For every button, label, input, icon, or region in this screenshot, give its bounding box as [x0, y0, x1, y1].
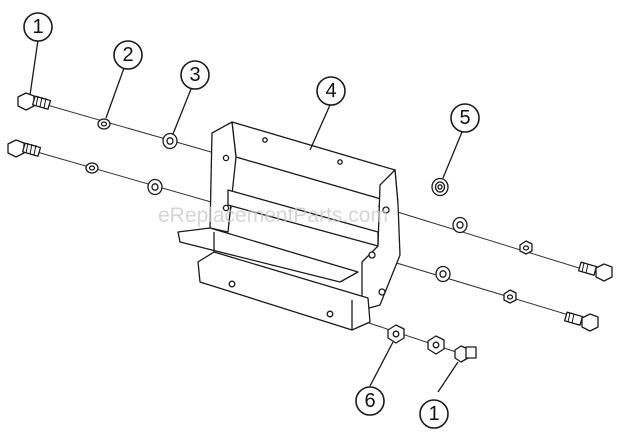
flat-washer-lower-right: [435, 265, 451, 283]
callout-number: 6: [364, 390, 375, 412]
lock-washer-upper-left: [97, 118, 111, 130]
callout-1-bottom: 1: [419, 399, 449, 429]
watermark-text: eReplacementParts.com: [158, 204, 388, 227]
callout-number: 3: [189, 64, 200, 86]
callout-number: 2: [122, 44, 133, 66]
assembly-axis-lines: [29, 102, 593, 357]
callout-number: 4: [325, 80, 336, 102]
hex-nut-bottom-2: [427, 335, 445, 355]
leader-lines: [29, 39, 463, 393]
flat-washer-upper-right: [452, 216, 468, 234]
bolt-upper-right: [577, 261, 613, 282]
hex-nut-bottom: [387, 324, 405, 344]
mounting-bracket: [177, 121, 401, 331]
callout-5: 5: [450, 103, 480, 133]
lock-washer-upper-right: [519, 240, 533, 255]
flat-washer-lower-left: [147, 178, 163, 196]
callout-2: 2: [113, 40, 143, 70]
callout-1-top: 1: [23, 12, 53, 42]
bolt-lower-right: [563, 311, 599, 332]
callout-3: 3: [180, 60, 210, 90]
callout-number: 5: [459, 107, 470, 129]
callout-number: 1: [428, 403, 439, 425]
bushing: [431, 177, 449, 197]
callout-4: 4: [316, 76, 346, 106]
callout-number: 1: [32, 16, 43, 38]
lock-washer-lower-left: [85, 162, 99, 174]
flat-washer-upper-left: [162, 132, 178, 150]
callout-6: 6: [355, 386, 385, 416]
bolt-bottom: [454, 345, 477, 363]
bolt-lower-left: [7, 139, 42, 158]
bolt-upper-left: [17, 92, 52, 111]
lock-washer-lower-right: [503, 289, 517, 304]
